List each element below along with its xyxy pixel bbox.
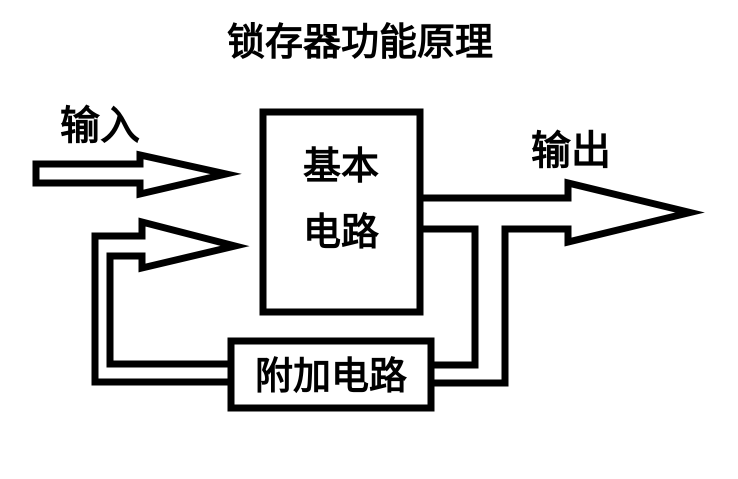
output-arrow — [416, 178, 705, 387]
diagram-title: 锁存器功能原理 — [226, 20, 494, 64]
basic-circuit-label-line2: 电路 — [302, 210, 380, 254]
additional-circuit-label: 附加电路 — [254, 354, 408, 398]
input-label: 输入 — [60, 103, 140, 149]
basic-circuit-box — [259, 108, 424, 316]
basic-circuit-label-line1: 基本 — [302, 144, 380, 188]
output-label: 输出 — [531, 128, 611, 174]
additional-circuit-box — [227, 337, 435, 412]
input-arrow — [32, 150, 242, 199]
feedback-arrow — [91, 217, 250, 386]
